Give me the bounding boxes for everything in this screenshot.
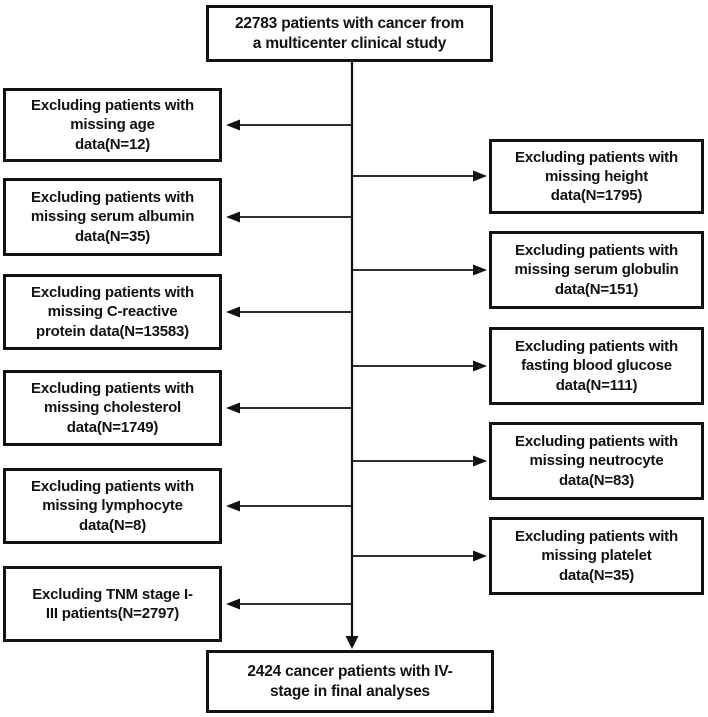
- text-line: missing lymphocyte: [42, 497, 183, 515]
- left-box-missing-age: Excluding patients with missing age data…: [3, 88, 222, 162]
- text-line: missing neutrocyte: [529, 452, 664, 470]
- text-line: 22783 patients with cancer from: [235, 14, 464, 32]
- right-box-missing-neutrocyte: Excluding patients with missing neutrocy…: [489, 422, 704, 500]
- arrowhead-height: [473, 170, 487, 182]
- arrowhead-lymphocyte: [226, 500, 240, 512]
- text-line: missing age: [70, 116, 155, 134]
- start-box-total-patients: 22783 patients with cancer from a multic…: [206, 5, 493, 62]
- arrowhead-serum-albumin: [226, 211, 240, 223]
- arrowhead-missing-age: [226, 119, 240, 131]
- text-line: Excluding patients with: [515, 338, 678, 356]
- right-box-missing-serum-globulin: Excluding patients with missing serum gl…: [489, 231, 704, 309]
- text-line: Excluding patients with: [515, 433, 678, 451]
- text-line: missing platelet: [541, 547, 652, 565]
- text-line: data(N=8): [79, 516, 146, 534]
- arrowhead-blood-glucose: [473, 360, 487, 372]
- text-line: data(N=151): [554, 280, 639, 298]
- text-line: 2424 cancer patients with IV-: [247, 662, 453, 680]
- text-line: missing C-reactive: [47, 303, 178, 321]
- left-box-missing-serum-albumin: Excluding patients with missing serum al…: [3, 178, 222, 256]
- text-line: Excluding patients with: [515, 242, 678, 260]
- arrowhead-neutrocyte: [473, 455, 487, 467]
- text-line: protein data(N=13583): [36, 322, 189, 340]
- text-line: data(N=1795): [550, 187, 643, 205]
- arrowhead-tnm-stage: [226, 598, 240, 610]
- text-line: data(N=35): [558, 566, 635, 584]
- text-line: missing height: [544, 167, 649, 185]
- arrowhead-serum-globulin: [473, 264, 487, 276]
- text-line: missing serum globulin: [514, 261, 679, 279]
- text-line: missing cholesterol: [43, 399, 182, 417]
- left-box-missing-lymphocyte: Excluding patients with missing lymphocy…: [3, 468, 222, 544]
- text-line: Excluding patients with: [31, 284, 194, 302]
- text-line: III patients(N=2797): [45, 605, 180, 622]
- text-line: missing serum albumin: [30, 208, 195, 226]
- right-box-fasting-blood-glucose: Excluding patients with fasting blood gl…: [489, 327, 704, 405]
- text-line: Excluding TNM stage I-: [32, 585, 193, 603]
- end-box-final-analyses: 2424 cancer patients with IV- stage in f…: [206, 650, 494, 713]
- arrowhead-cholesterol: [226, 402, 240, 414]
- left-box-missing-cholesterol: Excluding patients with missing choleste…: [3, 370, 222, 446]
- text-line: Excluding patients with: [515, 148, 678, 166]
- text-line: fasting blood glucose: [521, 357, 672, 375]
- right-box-missing-height: Excluding patients with missing height d…: [489, 139, 704, 214]
- arrowhead-c-reactive: [226, 306, 240, 318]
- text-line: data(N=111): [555, 376, 638, 394]
- left-box-tnm-stage: Excluding TNM stage I- III patients(N=27…: [3, 566, 222, 642]
- main-flow-arrowhead-down: [345, 636, 359, 649]
- text-line: a multicenter clinical study: [252, 34, 447, 52]
- right-box-missing-platelet: Excluding patients with missing platelet…: [489, 517, 704, 595]
- text-line: Excluding patients with: [31, 478, 194, 496]
- text-line: data(N=83): [558, 471, 635, 489]
- text-line: data(N=35): [74, 227, 151, 245]
- text-line: Excluding patients with: [31, 97, 194, 115]
- text-line: data(N=1749): [66, 418, 159, 436]
- text-line: data(N=12): [74, 135, 151, 153]
- left-box-missing-c-reactive-protein: Excluding patients with missing C-reacti…: [3, 274, 222, 350]
- text-line: Excluding patients with: [31, 380, 194, 398]
- arrowhead-platelet: [473, 550, 487, 562]
- text-line: Excluding patients with: [515, 528, 678, 546]
- text-line: Excluding patients with: [31, 189, 194, 207]
- text-line: stage in final analyses: [270, 682, 430, 700]
